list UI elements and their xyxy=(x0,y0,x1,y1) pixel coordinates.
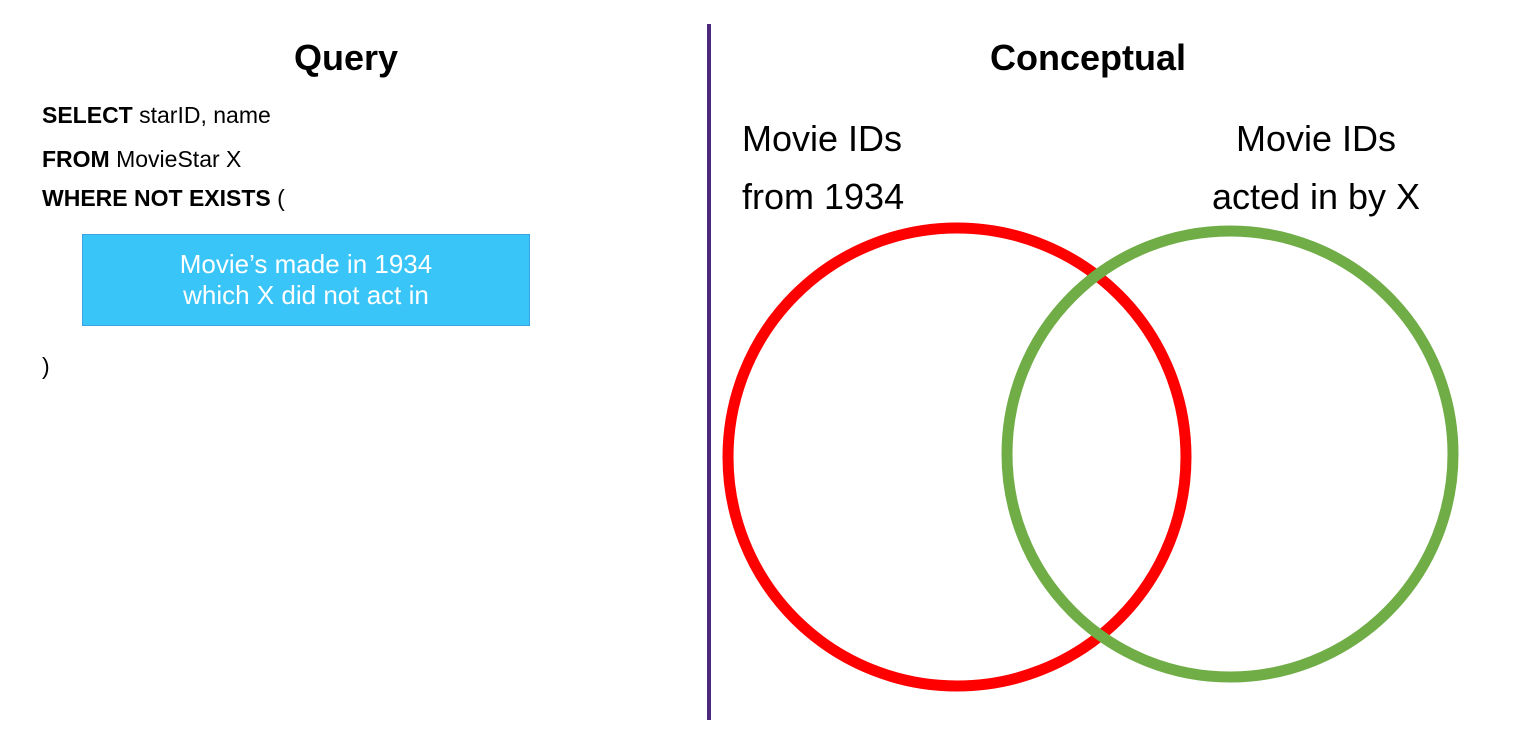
set-label-1934-line-2: from 1934 xyxy=(742,176,905,217)
set-label-1934: Movie IDs from 1934 xyxy=(742,110,904,226)
subquery-text-line-1: Movie’s made in 1934 xyxy=(179,249,433,279)
set-label-acted-line-2: acted in by X xyxy=(1211,176,1421,217)
subquery-text-line-2: which X did not act in xyxy=(183,280,429,310)
subquery-box: Movie’s made in 1934 which X did not act… xyxy=(82,234,530,326)
set-label-acted-line-1: Movie IDs xyxy=(1235,118,1397,159)
venn-diagram xyxy=(722,222,1459,692)
sql-select-columns: starID, name xyxy=(132,102,271,128)
set-label-1934-line-1: Movie IDs xyxy=(742,118,903,159)
sql-open-paren: ( xyxy=(270,185,285,211)
sql-from-keyword: FROM xyxy=(42,146,110,172)
venn-circle-acted xyxy=(1001,225,1459,683)
sql-from-table: MovieStar X xyxy=(109,146,242,172)
sql-select-keyword: SELECT xyxy=(42,102,133,128)
conceptual-heading: Conceptual xyxy=(990,37,1187,78)
sql-select-line: SELECT starID, name xyxy=(42,101,271,129)
sql-where-keyword: WHERE NOT EXISTS xyxy=(42,185,271,211)
venn-circle-1934 xyxy=(722,222,1192,692)
sql-where-line: WHERE NOT EXISTS ( xyxy=(42,184,285,212)
sql-close-paren: ) xyxy=(42,353,50,379)
set-label-acted: Movie IDs acted in by X xyxy=(1190,110,1442,226)
sql-from-line: FROM MovieStar X xyxy=(42,145,241,173)
query-heading: Query xyxy=(294,37,399,78)
section-divider xyxy=(707,24,711,720)
